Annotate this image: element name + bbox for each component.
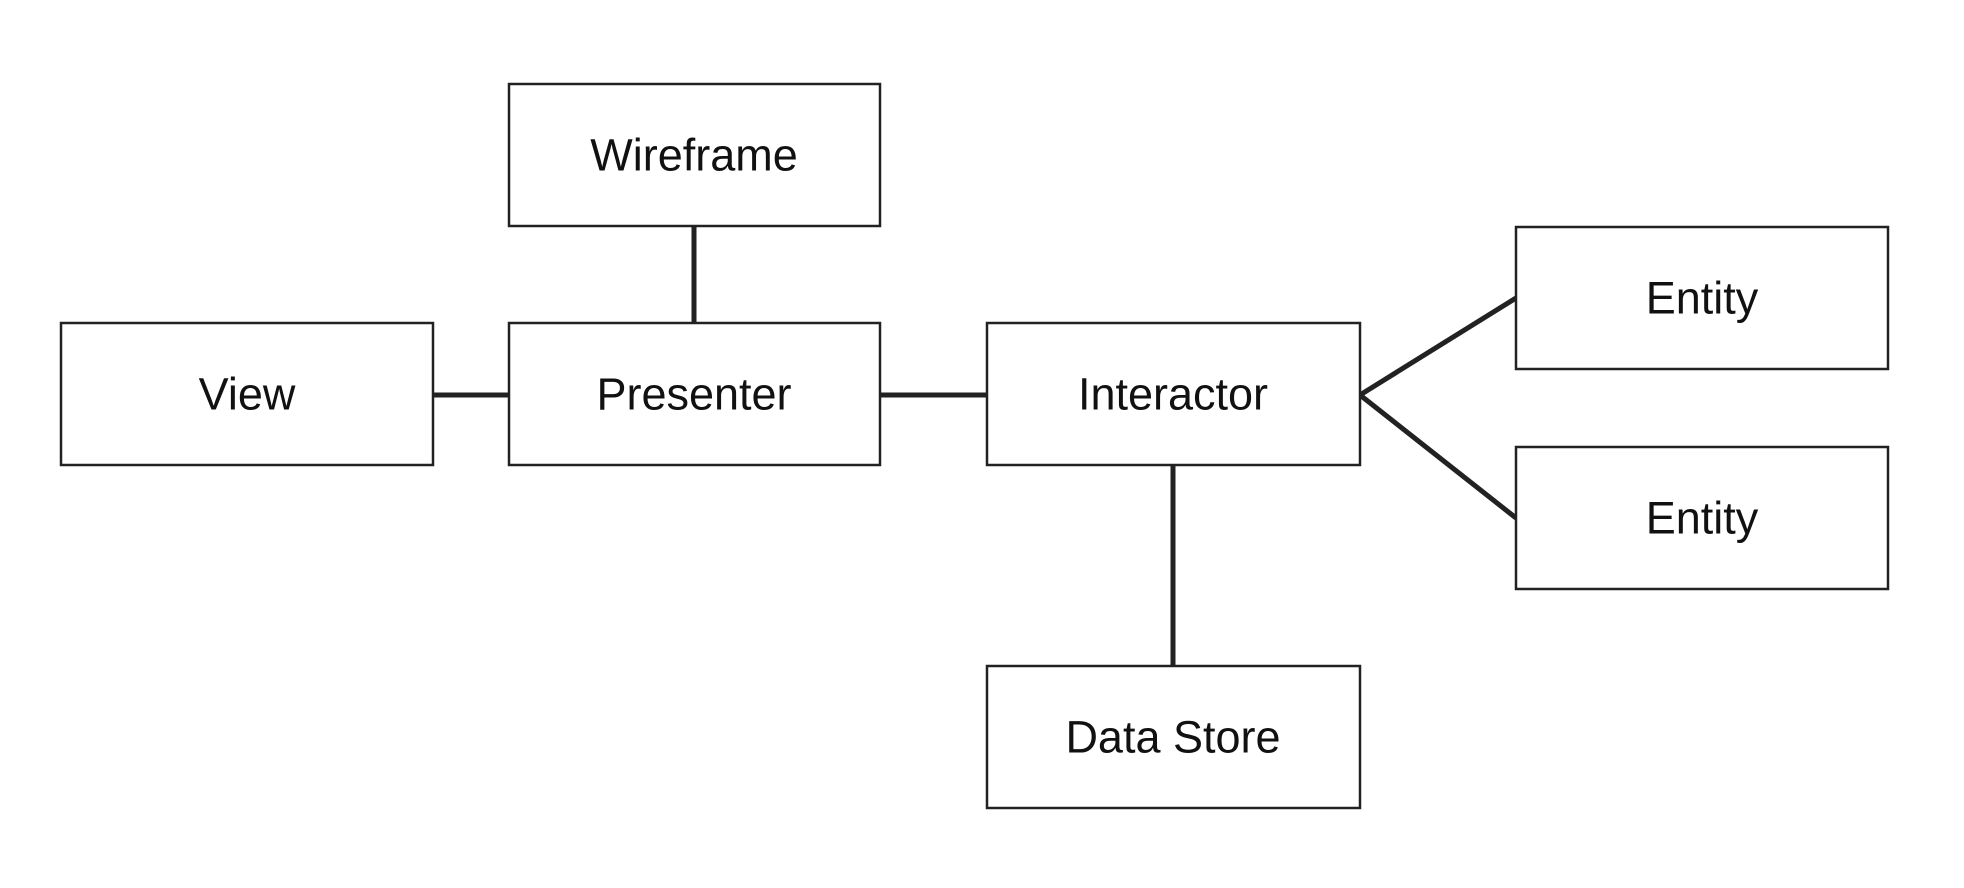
node-interactor-label: Interactor	[1078, 369, 1268, 420]
node-presenter-label: Presenter	[596, 369, 791, 420]
edge-interactor-entity-bottom	[1358, 393, 1518, 520]
node-entity-top-label: Entity	[1646, 273, 1759, 324]
edge-interactor-entity-top	[1358, 295, 1518, 398]
node-view: View	[59, 321, 435, 467]
node-view-label: View	[199, 369, 296, 420]
node-data-store: Data Store	[985, 664, 1362, 810]
node-entity-top: Entity	[1514, 225, 1890, 371]
node-presenter: Presenter	[507, 321, 882, 467]
node-wireframe-label: Wireframe	[590, 130, 798, 181]
node-entity-bottom-label: Entity	[1646, 493, 1759, 544]
node-interactor: Interactor	[985, 321, 1362, 467]
node-data-store-label: Data Store	[1065, 712, 1280, 763]
node-wireframe: Wireframe	[507, 82, 882, 228]
node-entity-bottom: Entity	[1514, 445, 1890, 591]
